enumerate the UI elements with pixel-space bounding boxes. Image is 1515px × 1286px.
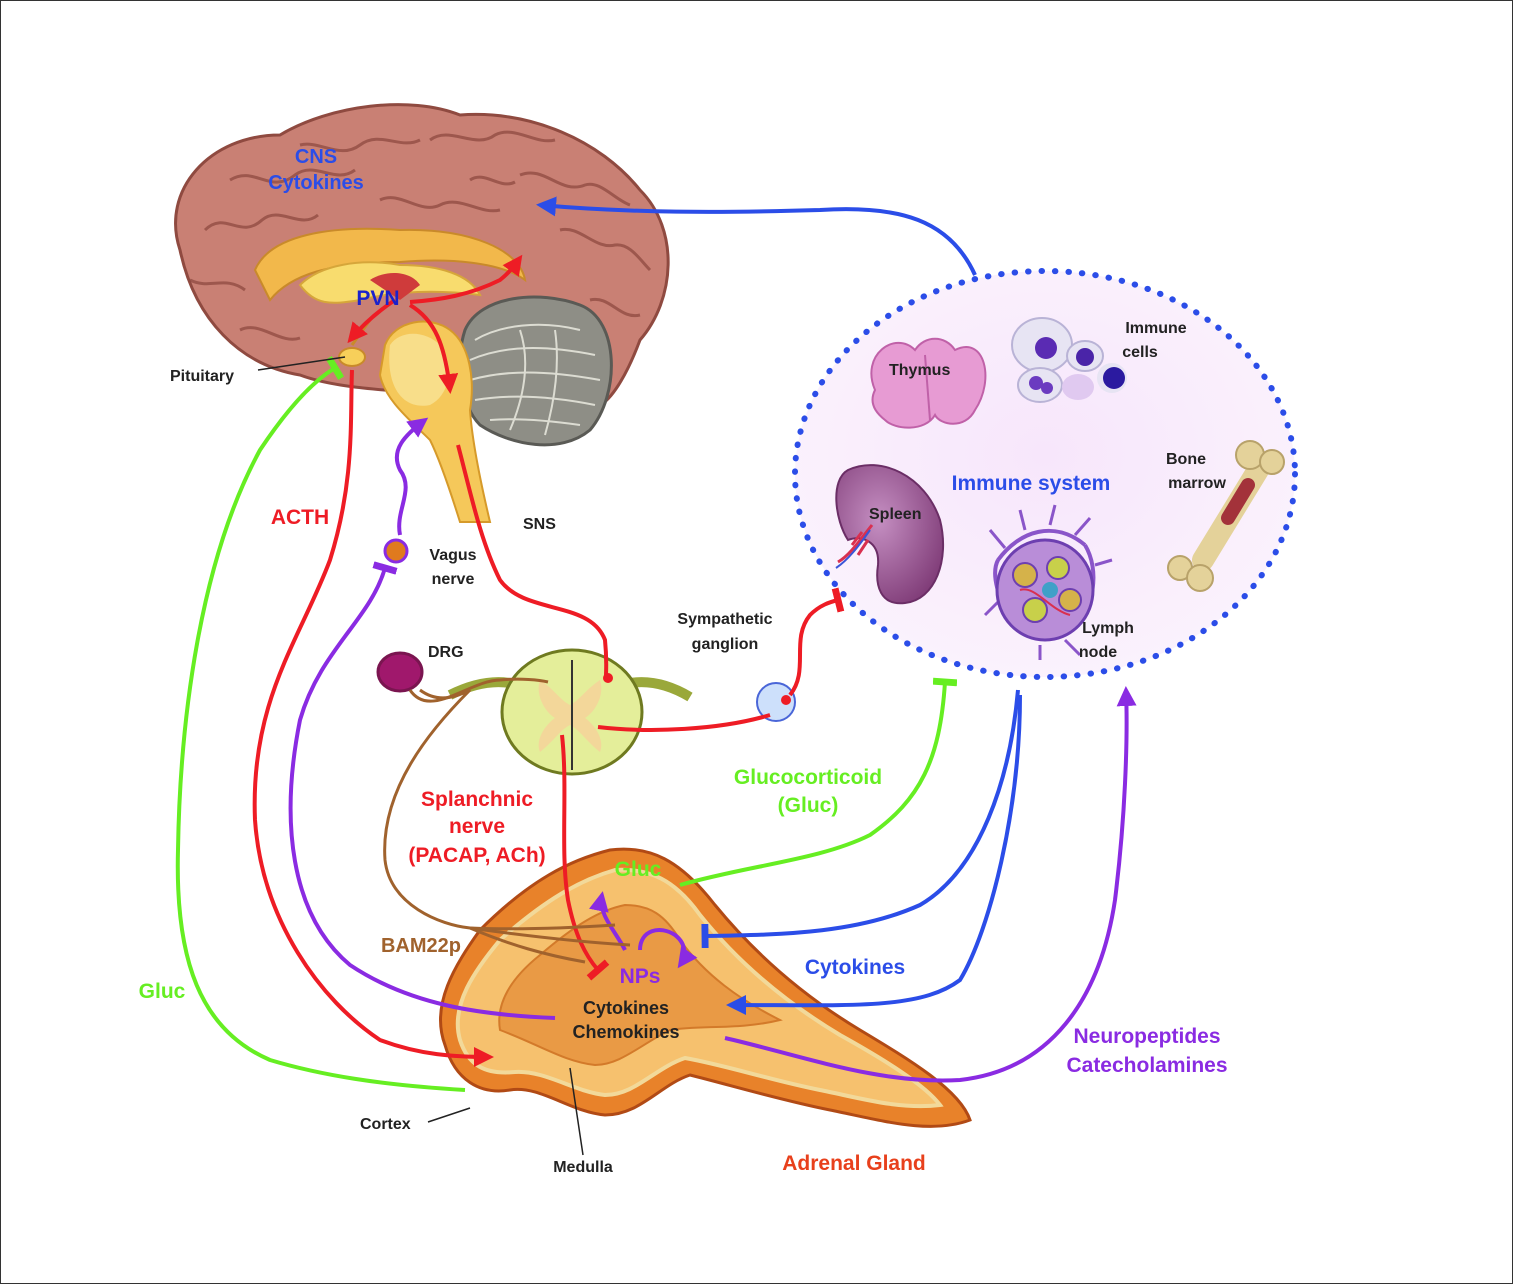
drg-label: DRG [428, 644, 464, 661]
green-pathways [175, 355, 958, 1092]
splanchnic-label-3: (PACAP, ACh) [408, 844, 545, 867]
pvn-to-cortex-arrow [409, 254, 523, 304]
cytokines-blue-label: Cytokines [805, 956, 905, 979]
splanchnic-path [560, 734, 610, 981]
adrenal-gland-label: Adrenal Gland [782, 1152, 926, 1175]
bam22p-label: BAM22p [381, 935, 461, 957]
immune-cells-icon [1011, 317, 1127, 403]
thymus-label: Thymus [889, 362, 950, 379]
chemokines-label: Chemokines [572, 1022, 679, 1042]
lymph-label-2: node [1079, 644, 1117, 661]
cortex-pointer [427, 1107, 471, 1123]
sns-label: SNS [523, 516, 556, 533]
lymph-node-icon [983, 504, 1113, 660]
pituitary-pointer [257, 356, 346, 371]
drg-to-adrenal-path [383, 688, 616, 931]
drg-icon [376, 651, 424, 693]
cytokines-inhibit-path [701, 689, 1020, 949]
sympathetic-ganglion-icon [756, 682, 796, 722]
pituitary-label: Pituitary [170, 368, 234, 385]
preganglionic-path [597, 713, 771, 732]
drg-nerve-path [408, 677, 549, 703]
nps-label: NPs [620, 965, 661, 988]
catecholamines-label: Catecholamines [1066, 1054, 1227, 1077]
spleen-label: Spleen [869, 506, 921, 523]
red-pathways [252, 254, 845, 1067]
thymus-icon [870, 337, 987, 429]
acth-arrow [252, 369, 494, 1067]
acth-label: ACTH [271, 506, 329, 529]
neuropeptides-label: Neuropeptides [1073, 1025, 1220, 1048]
purple-pathways [288, 417, 1137, 1083]
splanchnic-label-2: nerve [449, 815, 505, 838]
immune-to-cns-arrow [536, 196, 977, 276]
pvn-to-brainstem-arrow [408, 303, 459, 394]
gluc-left-label: Gluc [139, 980, 186, 1003]
callout-lines [257, 356, 584, 1156]
vagus-label-1: Vagus [429, 547, 476, 564]
sympathetic-label-1: Sympathetic [677, 611, 772, 628]
cortex-label: Cortex [360, 1116, 411, 1133]
splanchnic-label-1: Splanchnic [421, 788, 533, 811]
medulla-pointer [569, 1067, 584, 1156]
spinal-cord-icon [447, 648, 693, 776]
vagus-label-2: nerve [432, 571, 475, 588]
immune-cells-label-1: Immune [1125, 320, 1186, 337]
brain-icon [174, 103, 670, 523]
spleen-icon [835, 464, 945, 605]
bone-label-1: Bone [1166, 451, 1206, 468]
sns-path [456, 444, 609, 677]
bone-label-2: marrow [1168, 475, 1226, 492]
gluc-to-pituitary-path [175, 355, 466, 1092]
cns-label: CNS [295, 146, 337, 168]
adrenal-cytokines-label: Cytokines [583, 998, 669, 1018]
pvn-label: PVN [356, 287, 399, 310]
postganglionic-path [788, 587, 845, 697]
adrenal-gland-icon [439, 847, 972, 1128]
nps-loop-arrow [638, 928, 698, 969]
vagus-afferent-arrow [394, 417, 429, 536]
lymph-label-1: Lymph [1082, 620, 1134, 637]
vagus-ganglion-icon [383, 538, 409, 564]
glucocorticoid-label-1: Glucocorticoid [734, 766, 882, 789]
glucocorticoid-label-2: (Gluc) [778, 794, 839, 817]
vagus-efferent-path [288, 561, 556, 1020]
immune-cells-label-2: cells [1122, 344, 1158, 361]
medulla-label: Medulla [553, 1159, 613, 1176]
pvn-to-pituitary-arrow [347, 298, 397, 344]
brown-pathways [383, 677, 631, 964]
neuropeptides-arrow [724, 686, 1137, 1083]
immune-system-label: Immune system [952, 472, 1111, 495]
cytokines-to-adrenal-arrow [726, 694, 1022, 1016]
gluc-adrenal-label: Gluc [615, 858, 662, 881]
glucocorticoid-to-immune-path [679, 677, 958, 887]
sympathetic-label-2: ganglion [692, 636, 759, 653]
blue-pathways [536, 196, 1022, 1016]
cns-cytokines-label: Cytokines [268, 172, 364, 194]
bone-marrow-icon [1167, 440, 1285, 592]
